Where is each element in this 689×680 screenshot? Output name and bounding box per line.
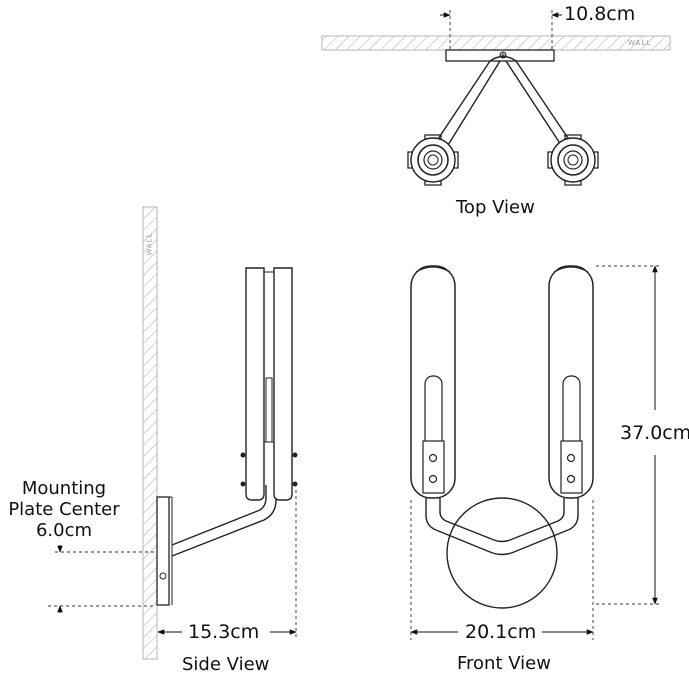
side-view	[48, 206, 298, 660]
mounting-label-line1: Mounting	[21, 478, 107, 499]
front-view-shade-right	[548, 265, 594, 499]
front-view-arm	[425, 498, 579, 556]
mounting-plate-center-label: Mounting Plate Center 6.0cm	[0, 478, 128, 541]
top-view-shade-right	[547, 134, 599, 186]
top-view-width-dimension	[440, 10, 562, 52]
side-view-shades	[240, 267, 298, 501]
top-width-label: 10.8cm	[564, 3, 636, 25]
top-wall-tag: WALL	[628, 39, 652, 47]
front-height-label: 37.0cm	[620, 424, 689, 443]
top-view	[321, 10, 671, 186]
front-view-backplate	[446, 497, 558, 609]
mounting-label-line2: Plate Center	[8, 499, 120, 520]
side-view-depth-dimension	[157, 490, 297, 640]
side-view-arm	[171, 485, 277, 557]
front-view	[410, 265, 660, 640]
front-view-width-dimension	[410, 500, 594, 640]
top-view-wall	[321, 35, 671, 51]
mounting-label-line3: 6.0cm	[35, 520, 93, 541]
top-view-arm-left	[431, 60, 501, 151]
front-width-label: 20.1cm	[465, 621, 537, 643]
side-view-wall	[142, 206, 158, 660]
front-view-height-dimension	[596, 265, 660, 605]
side-wall-tag: WALL	[145, 232, 154, 256]
front-view-shade-left	[410, 265, 456, 499]
top-view-shade-left	[407, 134, 459, 186]
side-view-title: Side View	[182, 654, 270, 675]
front-view-title: Front View	[457, 653, 551, 674]
top-view-title: Top View	[456, 197, 535, 218]
mounting-center-dimension	[48, 545, 155, 613]
side-view-mounting-plate	[156, 496, 170, 606]
side-depth-label: 15.3cm	[188, 621, 260, 643]
